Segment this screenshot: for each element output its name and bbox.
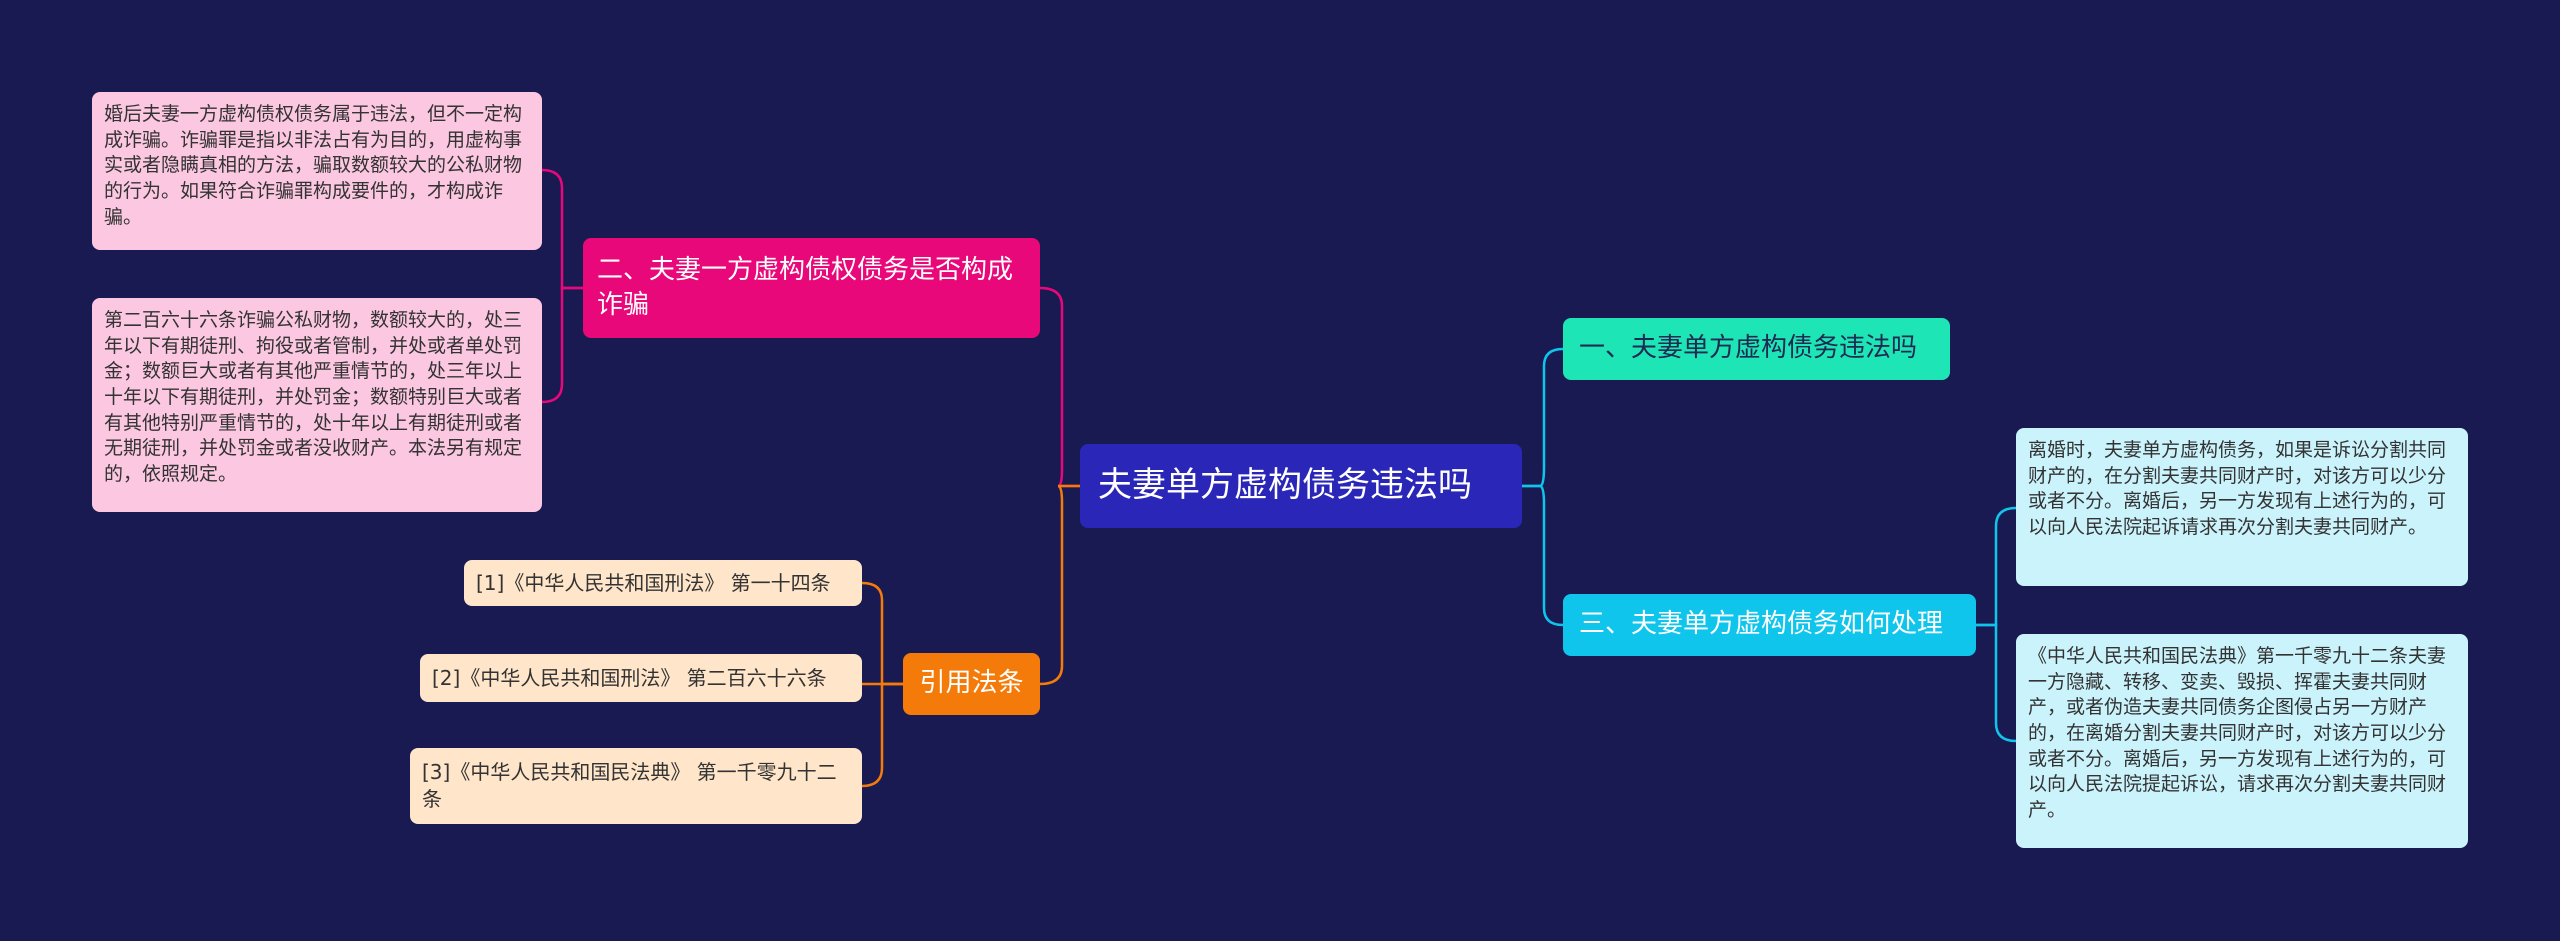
law-item-2[interactable]: [2]《中华人民共和国刑法》 第二百六十六条: [420, 654, 862, 702]
law-item-1[interactable]: [1]《中华人民共和国刑法》 第一十四条: [464, 560, 862, 606]
connector-fraud-leaf-1: [541, 168, 583, 290]
branch-laws-label: 引用法条: [919, 668, 1024, 699]
connector-root-illegal: [1522, 347, 1564, 488]
branch-fraud[interactable]: 二、夫妻一方虚构债权债务是否构成诈骗: [583, 238, 1040, 338]
connector-handle-leaf-2: [1976, 623, 2017, 743]
leaf-fraud-definition[interactable]: 婚后夫妻一方虚构债权债务属于违法，但不一定构成诈骗。诈骗罪是指以非法占有为目的，…: [92, 92, 542, 250]
leaf-handle-civil-code[interactable]: 《中华人民共和国民法典》第一千零九十二条夫妻一方隐藏、转移、变卖、毁损、挥霍夫妻…: [2016, 634, 2468, 848]
branch-handle[interactable]: 三、夫妻单方虚构债务如何处理: [1563, 594, 1976, 656]
branch-fraud-label: 二、夫妻一方虚构债权债务是否构成诈骗: [597, 254, 1014, 320]
leaf-text: 第二百六十六条诈骗公私财物，数额较大的，处三年以下有期徒刑、拘役或者管制，并处或…: [104, 309, 523, 485]
law-item-text: [2]《中华人民共和国刑法》 第二百六十六条: [432, 665, 827, 690]
law-item-text: [1]《中华人民共和国刑法》 第一十四条: [476, 570, 831, 595]
leaf-text: 《中华人民共和国民法典》第一千零九十二条夫妻一方隐藏、转移、变卖、毁损、挥霍夫妻…: [2028, 645, 2447, 821]
root-topic-label: 夫妻单方虚构债务违法吗: [1098, 465, 1472, 506]
law-item-3[interactable]: [3]《中华人民共和国民法典》 第一千零九十二条: [410, 748, 862, 824]
connector-laws-leaf-1: [861, 581, 903, 686]
connector-root-handle: [1522, 484, 1564, 627]
root-topic[interactable]: 夫妻单方虚构债务违法吗: [1080, 444, 1522, 528]
connector-root-laws: [1039, 484, 1080, 686]
branch-illegal-label: 一、夫妻单方虚构债务违法吗: [1579, 333, 1918, 364]
connector-root-fraud: [1039, 286, 1080, 488]
connector-handle-leaf-1: [1976, 506, 2017, 627]
connector-laws-leaf-3: [861, 682, 903, 788]
leaf-text: 婚后夫妻一方虚构债权债务属于违法，但不一定构成诈骗。诈骗罪是指以非法占有为目的，…: [104, 103, 523, 228]
branch-handle-label: 三、夫妻单方虚构债务如何处理: [1579, 609, 1944, 640]
branch-illegal[interactable]: 一、夫妻单方虚构债务违法吗: [1563, 318, 1950, 380]
branch-laws[interactable]: 引用法条: [903, 653, 1040, 715]
leaf-text: 离婚时，夫妻单方虚构债务，如果是诉讼分割共同财产的，在分割夫妻共同财产时，对该方…: [2028, 439, 2447, 538]
connector-fraud-leaf-2: [541, 286, 583, 404]
law-item-text: [3]《中华人民共和国民法典》 第一千零九十二条: [422, 760, 837, 811]
leaf-fraud-article-266[interactable]: 第二百六十六条诈骗公私财物，数额较大的，处三年以下有期徒刑、拘役或者管制，并处或…: [92, 298, 542, 512]
leaf-handle-divorce[interactable]: 离婚时，夫妻单方虚构债务，如果是诉讼分割共同财产的，在分割夫妻共同财产时，对该方…: [2016, 428, 2468, 586]
